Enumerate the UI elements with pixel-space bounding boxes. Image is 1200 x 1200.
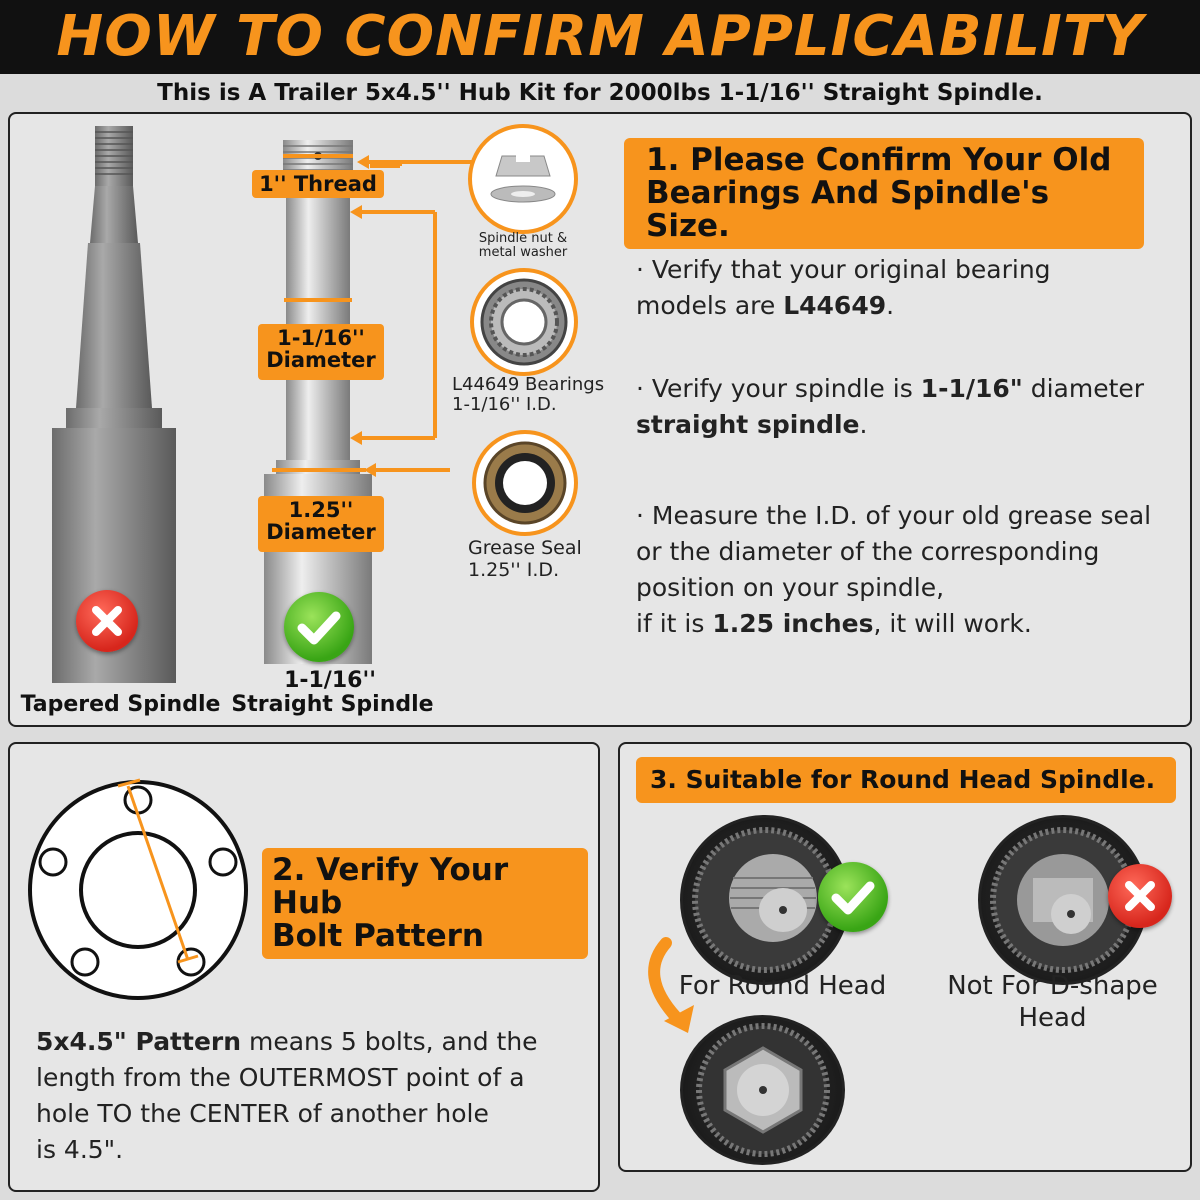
section-1-title-line2: Bearings And Spindle's Size. [646, 175, 1050, 245]
round-head-label: For Round Head [678, 971, 887, 1001]
grease-seal-text: · Measure the I.D. of your old grease se… [636, 498, 1191, 642]
seal-text-prefix: if it is [636, 609, 713, 638]
bearing-label-1: L44649 Bearings [452, 374, 605, 395]
bolt-text-line3: hole TO the CENTER of another hole [36, 1099, 489, 1128]
spindle-nut-label-1: Spindle nut & [478, 231, 568, 246]
straight-spindle-value: 1-1/16'' [284, 668, 376, 693]
bearing-text-suffix: . [886, 291, 895, 320]
bolt-text-line4: is 4.5". [36, 1135, 124, 1164]
bolt-pattern-text: 5x4.5" Pattern means 5 bolts, and the le… [36, 1024, 596, 1168]
diameter-1-label: Diameter [266, 348, 376, 373]
seal-text-line3: position on your spindle, [636, 573, 945, 602]
seal-text-line1: · Measure the I.D. of your old grease se… [636, 501, 1152, 530]
bolt-text-line2: length from the OUTERMOST point of a [36, 1063, 525, 1092]
bearing-text-prefix: models are [636, 291, 784, 320]
d-shape-label-2: Head [1018, 1003, 1087, 1033]
page-title: HOW TO CONFIRM APPLICABILITY [56, 4, 1144, 69]
subtitle: This is A Trailer 5x4.5'' Hub Kit for 20… [157, 80, 1043, 106]
bearing-model-text: · Verify that your original bearing mode… [636, 252, 1191, 324]
spindle-text-line2: straight spindle. [636, 407, 1191, 443]
section-3-title: 3. Suitable for Round Head Spindle. [636, 757, 1176, 803]
bearing-image [470, 268, 578, 376]
grease-seal-label-2: 1.25'' I.D. [468, 559, 560, 581]
seal-text-suffix: , it will work. [873, 609, 1032, 638]
bolt-text-line1: 5x4.5" Pattern means 5 bolts, and the [36, 1024, 596, 1060]
orange-connector-nut [357, 155, 473, 169]
spindle-text-mid: diameter [1022, 374, 1145, 403]
thread-tag: 1'' Thread [252, 170, 384, 198]
tapered-spindle-label: Tapered Spindle [20, 692, 221, 717]
castle-nut-photo [680, 1015, 845, 1165]
bearing-text-line1: · Verify that your original bearing [636, 255, 1051, 284]
round-head-check-icon [818, 862, 888, 932]
grease-seal-image [472, 430, 578, 536]
spindle-nut-label-2: metal washer [478, 245, 568, 260]
seal-text-line2: or the diameter of the corresponding [636, 537, 1100, 566]
spindle-text-prefix: · Verify your spindle is [636, 374, 921, 403]
diameter-2-value: 1.25'' [288, 498, 354, 522]
straight-spindle-label: Straight Spindle [231, 692, 434, 717]
section-1-title: 1. Please Confirm Your Old Bearings And … [624, 138, 1144, 250]
d-shape-label-1: Not For D-shape [947, 971, 1158, 1001]
header-banner: HOW TO CONFIRM APPLICABILITY [0, 0, 1200, 74]
d-shape-cross-icon [1108, 864, 1172, 928]
seal-text-line4: if it is 1.25 inches, it will work. [636, 606, 1191, 642]
round-head-photo [680, 815, 850, 985]
bolt-pattern-value: 5x4.5" Pattern [36, 1027, 242, 1056]
bearing-label-2: 1-1/16'' I.D. [452, 394, 557, 415]
section-2-title: 2. Verify Your Hub Bolt Pattern [262, 848, 588, 960]
section-2-title-line2: Bolt Pattern [272, 918, 484, 955]
spindle-text-suffix: . [859, 410, 868, 439]
seal-size-value: 1.25 inches [712, 609, 874, 638]
spindle-text-line1: · Verify your spindle is 1-1/16" diamete… [636, 371, 1191, 407]
bolt-text-line1-rest: means 5 bolts, and the [241, 1027, 538, 1056]
dimension-arrows [272, 154, 450, 477]
thread-label: 1'' Thread [259, 172, 377, 196]
spindle-diameter-value: 1-1/16" [920, 374, 1023, 403]
spindle-diameter-text: · Verify your spindle is 1-1/16" diamete… [636, 371, 1191, 443]
curved-arrow-icon [648, 937, 694, 1033]
diameter-1-value: 1-1/16'' [277, 326, 365, 350]
tapered-spindle-image [52, 126, 176, 683]
diameter-2-tag: 1.25'' Diameter [258, 496, 384, 552]
diameter-1-tag: 1-1/16'' Diameter [258, 324, 384, 380]
cross-badge-icon [76, 590, 138, 652]
diameter-2-label: Diameter [266, 520, 376, 545]
grease-seal-label-1: Grease Seal [468, 537, 582, 559]
bolt-pattern-diagram [28, 778, 248, 1000]
section-1-title-line1: 1. Please Confirm Your Old [646, 142, 1112, 178]
spindle-nut-image [468, 124, 578, 234]
section-2-title-line1: 2. Verify Your Hub [272, 852, 509, 922]
straight-spindle-bold: straight spindle [636, 410, 860, 439]
check-badge-icon [284, 592, 354, 662]
bearing-model-value: L44649 [783, 291, 887, 320]
bearing-text-line2: models are L44649. [636, 288, 1191, 324]
